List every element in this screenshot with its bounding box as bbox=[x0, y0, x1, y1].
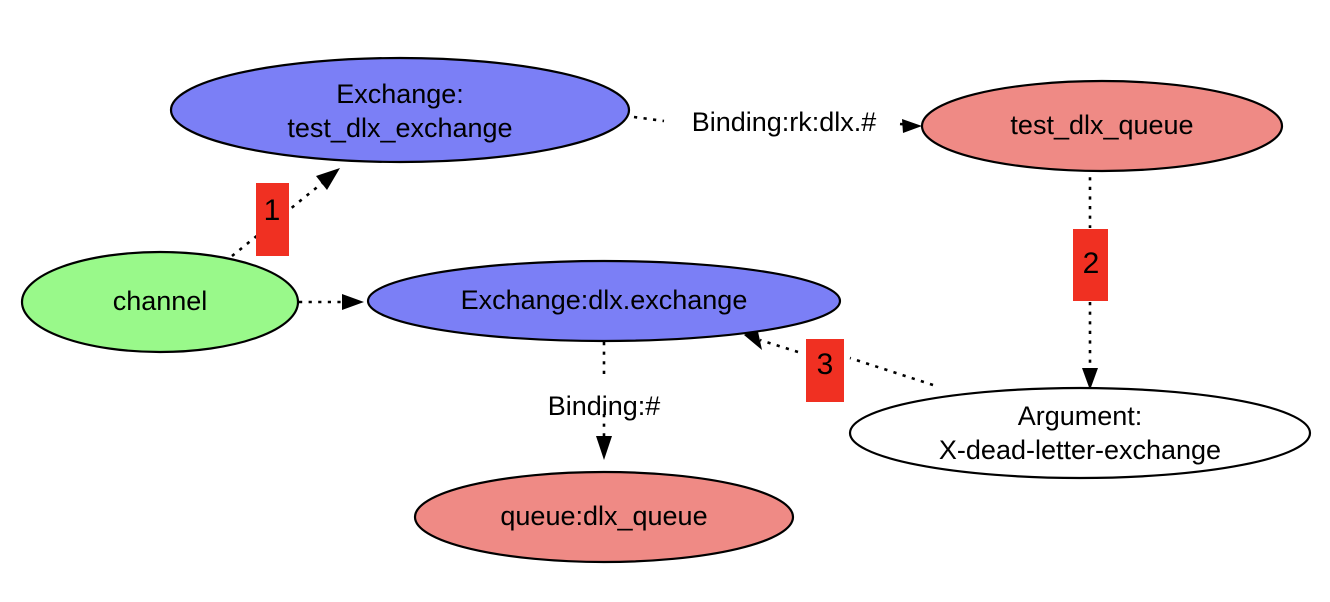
node-argument-x-dead-letter-exchange[interactable]: Argument: X-dead-letter-exchange bbox=[848, 386, 1312, 480]
badge-step-1[interactable]: 1 bbox=[256, 183, 289, 256]
badge-background[interactable] bbox=[1073, 229, 1108, 301]
badge-label: 1 bbox=[264, 194, 281, 227]
edge-label-binding-hash: Binding:# bbox=[548, 391, 661, 421]
badge-background[interactable] bbox=[256, 183, 289, 256]
arrow-head-icon bbox=[596, 436, 612, 460]
node-label-line-1: test_dlx_queue bbox=[1010, 110, 1193, 140]
node-queue-test-dlx-queue[interactable]: test_dlx_queue bbox=[920, 79, 1284, 173]
badge-step-3[interactable]: 3 bbox=[806, 339, 844, 402]
node-exchange-dlx-exchange[interactable]: Exchange:dlx.exchange bbox=[366, 259, 842, 343]
node-label-line-1: channel bbox=[113, 286, 208, 316]
node-label-line-1: Argument: bbox=[1018, 401, 1143, 431]
arrow-head-icon bbox=[316, 168, 340, 190]
node-channel[interactable]: channel bbox=[20, 250, 300, 354]
node-shape-ellipse[interactable] bbox=[169, 56, 631, 164]
arrow-head-icon bbox=[902, 119, 922, 133]
badge-step-2[interactable]: 2 bbox=[1073, 229, 1108, 301]
node-label-line-1: Exchange: bbox=[336, 79, 464, 109]
node-shape-ellipse[interactable] bbox=[366, 259, 842, 343]
edge-line-left bbox=[759, 338, 799, 354]
badge-label: 3 bbox=[817, 348, 834, 381]
node-label-line-2: test_dlx_exchange bbox=[287, 113, 512, 143]
edge-label-binding-rk-dlx: Binding:rk:dlx.# bbox=[692, 107, 877, 137]
node-label-line-1: queue:dlx_queue bbox=[500, 501, 707, 531]
edge-dlx-exchange-to-dlx-queue bbox=[596, 342, 612, 460]
badge-label: 2 bbox=[1083, 247, 1100, 280]
node-queue-dlx-queue[interactable]: queue:dlx_queue bbox=[413, 470, 795, 564]
node-shape-ellipse[interactable] bbox=[413, 470, 795, 564]
badge-background[interactable] bbox=[806, 339, 844, 402]
edge-line-right bbox=[849, 356, 934, 387]
arrow-head-icon bbox=[342, 294, 364, 310]
arrow-head-icon bbox=[1082, 368, 1098, 390]
node-shape-ellipse[interactable] bbox=[920, 79, 1284, 173]
node-label-line-1: Exchange:dlx.exchange bbox=[461, 285, 748, 315]
node-shape-ellipse[interactable] bbox=[848, 386, 1312, 480]
edge-line-left bbox=[633, 115, 665, 123]
edge-channel-to-dlx-exchange bbox=[299, 294, 364, 310]
node-label-line-2: X-dead-letter-exchange bbox=[939, 435, 1221, 465]
edge-test-dlx-exchange-to-test-dlx-queue bbox=[633, 115, 922, 133]
node-exchange-test-dlx-exchange[interactable]: Exchange: test_dlx_exchange bbox=[169, 56, 631, 164]
node-shape-ellipse[interactable] bbox=[20, 250, 300, 354]
